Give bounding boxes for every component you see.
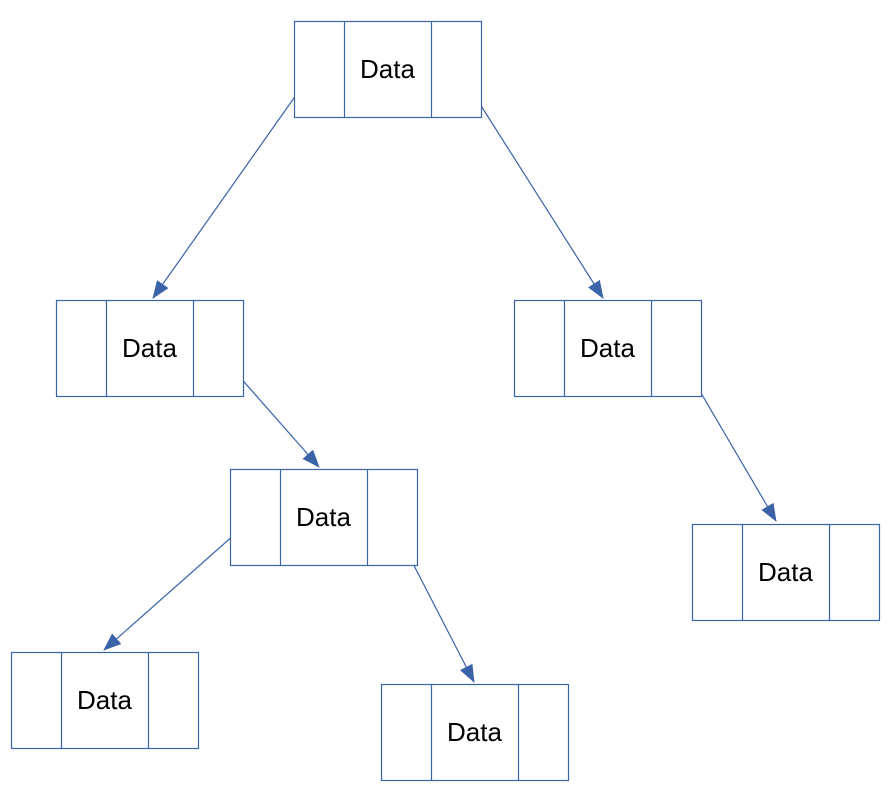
- node-box: [513, 299, 703, 398]
- node-left-right-right: Data: [380, 683, 570, 782]
- node-label: Data: [580, 333, 635, 363]
- node-label: Data: [77, 685, 132, 715]
- node-right: Data: [513, 299, 703, 398]
- node-box: [55, 299, 245, 398]
- node-label: Data: [296, 502, 351, 532]
- edge-arrow-left-right-to-left-right-left: [103, 518, 253, 651]
- node-label: Data: [360, 54, 415, 84]
- edge-arrow-root-to-right: [458, 70, 604, 299]
- node-label: Data: [122, 333, 177, 363]
- node-root: Data: [293, 20, 483, 119]
- edge-arrow-root-to-left: [152, 70, 314, 299]
- node-left: Data: [55, 299, 245, 398]
- node-box: [293, 20, 483, 119]
- node-box: [229, 468, 419, 567]
- node-label: Data: [758, 557, 813, 587]
- node-left-right-left: Data: [10, 651, 200, 750]
- node-box: [691, 523, 881, 622]
- node-box: [380, 683, 570, 782]
- node-box: [10, 651, 200, 750]
- node-right-right: Data: [691, 523, 881, 622]
- node-left-right: Data: [229, 468, 419, 567]
- node-label: Data: [447, 717, 502, 747]
